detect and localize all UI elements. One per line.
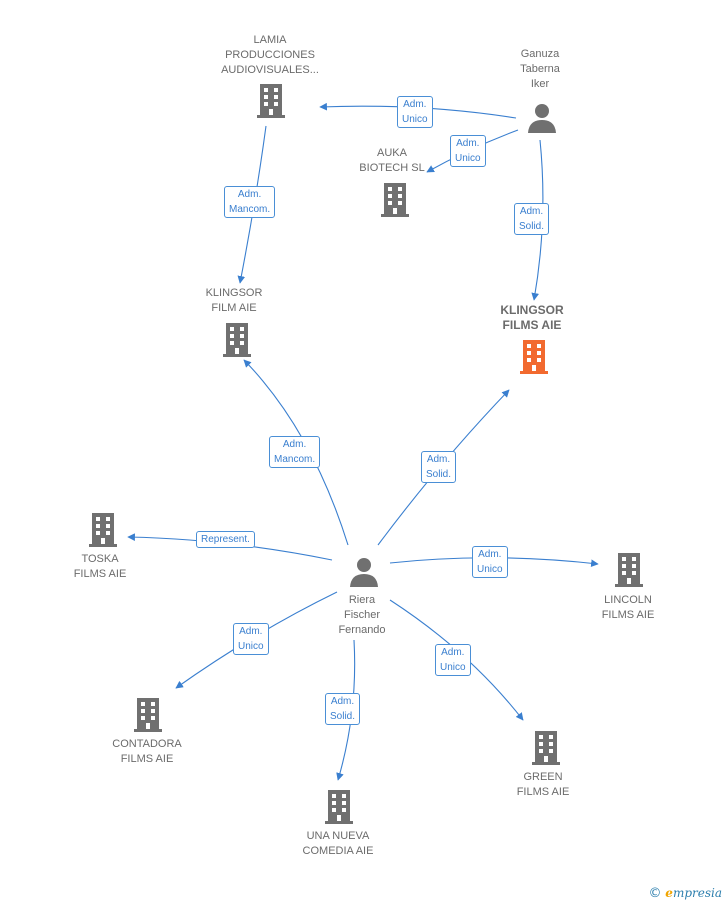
node-label-klingsor-films[interactable]: KLINGSOR FILMS AIE	[500, 303, 564, 332]
building-icon	[613, 553, 645, 592]
node-label-klingsor-film[interactable]: KLINGSOR FILM AIE	[205, 287, 263, 314]
node-label-lamia[interactable]: LAMIA PRODUCCIONES AUDIOVISUALES...	[221, 34, 319, 76]
relation-label: Adm. Unico	[397, 96, 433, 128]
node-label-contadora[interactable]: CONTADORA FILMS AIE	[112, 738, 182, 765]
building-icon-focus	[518, 340, 550, 379]
node-label-ganuza[interactable]: Ganuza Taberna Iker	[520, 48, 560, 90]
node-label-toska[interactable]: TOSKA FILMS AIE	[73, 553, 127, 580]
relation-label: Adm. Mancom.	[224, 186, 276, 218]
building-icon	[379, 183, 411, 222]
copyright-icon: ©	[648, 886, 662, 901]
node-label-green[interactable]: GREEN FILMS AIE	[516, 771, 570, 798]
relation-label: Represent.	[196, 531, 255, 548]
building-icon	[221, 323, 253, 362]
brand-initial: e	[665, 886, 673, 900]
building-icon	[530, 731, 562, 770]
node-label-riera[interactable]: Riera Fischer Fernando	[338, 594, 386, 636]
relation-label: Adm. Solid.	[514, 203, 550, 235]
node-label-una-nueva[interactable]: UNA NUEVA COMEDIA AIE	[302, 830, 374, 857]
relation-label: Adm. Unico	[450, 135, 486, 167]
brand-logo: © empresia	[648, 886, 722, 901]
building-icon	[255, 84, 287, 123]
brand-name: mpresia	[672, 886, 722, 900]
relation-label: Adm. Unico	[435, 644, 471, 676]
building-icon	[132, 698, 164, 737]
building-icon	[323, 790, 355, 829]
node-label-auka[interactable]: AUKA BIOTECH SL	[359, 147, 425, 174]
relation-label: Adm. Solid.	[421, 451, 457, 483]
relation-label: Adm. Unico	[472, 546, 508, 578]
relation-label: Adm. Mancom.	[269, 436, 321, 468]
relation-label: Adm. Solid.	[325, 693, 361, 725]
building-icon	[87, 513, 119, 552]
relation-label: Adm. Unico	[233, 623, 269, 655]
person-icon	[349, 557, 379, 592]
node-label-lincoln[interactable]: LINCOLN FILMS AIE	[601, 594, 655, 621]
person-icon	[527, 103, 557, 138]
